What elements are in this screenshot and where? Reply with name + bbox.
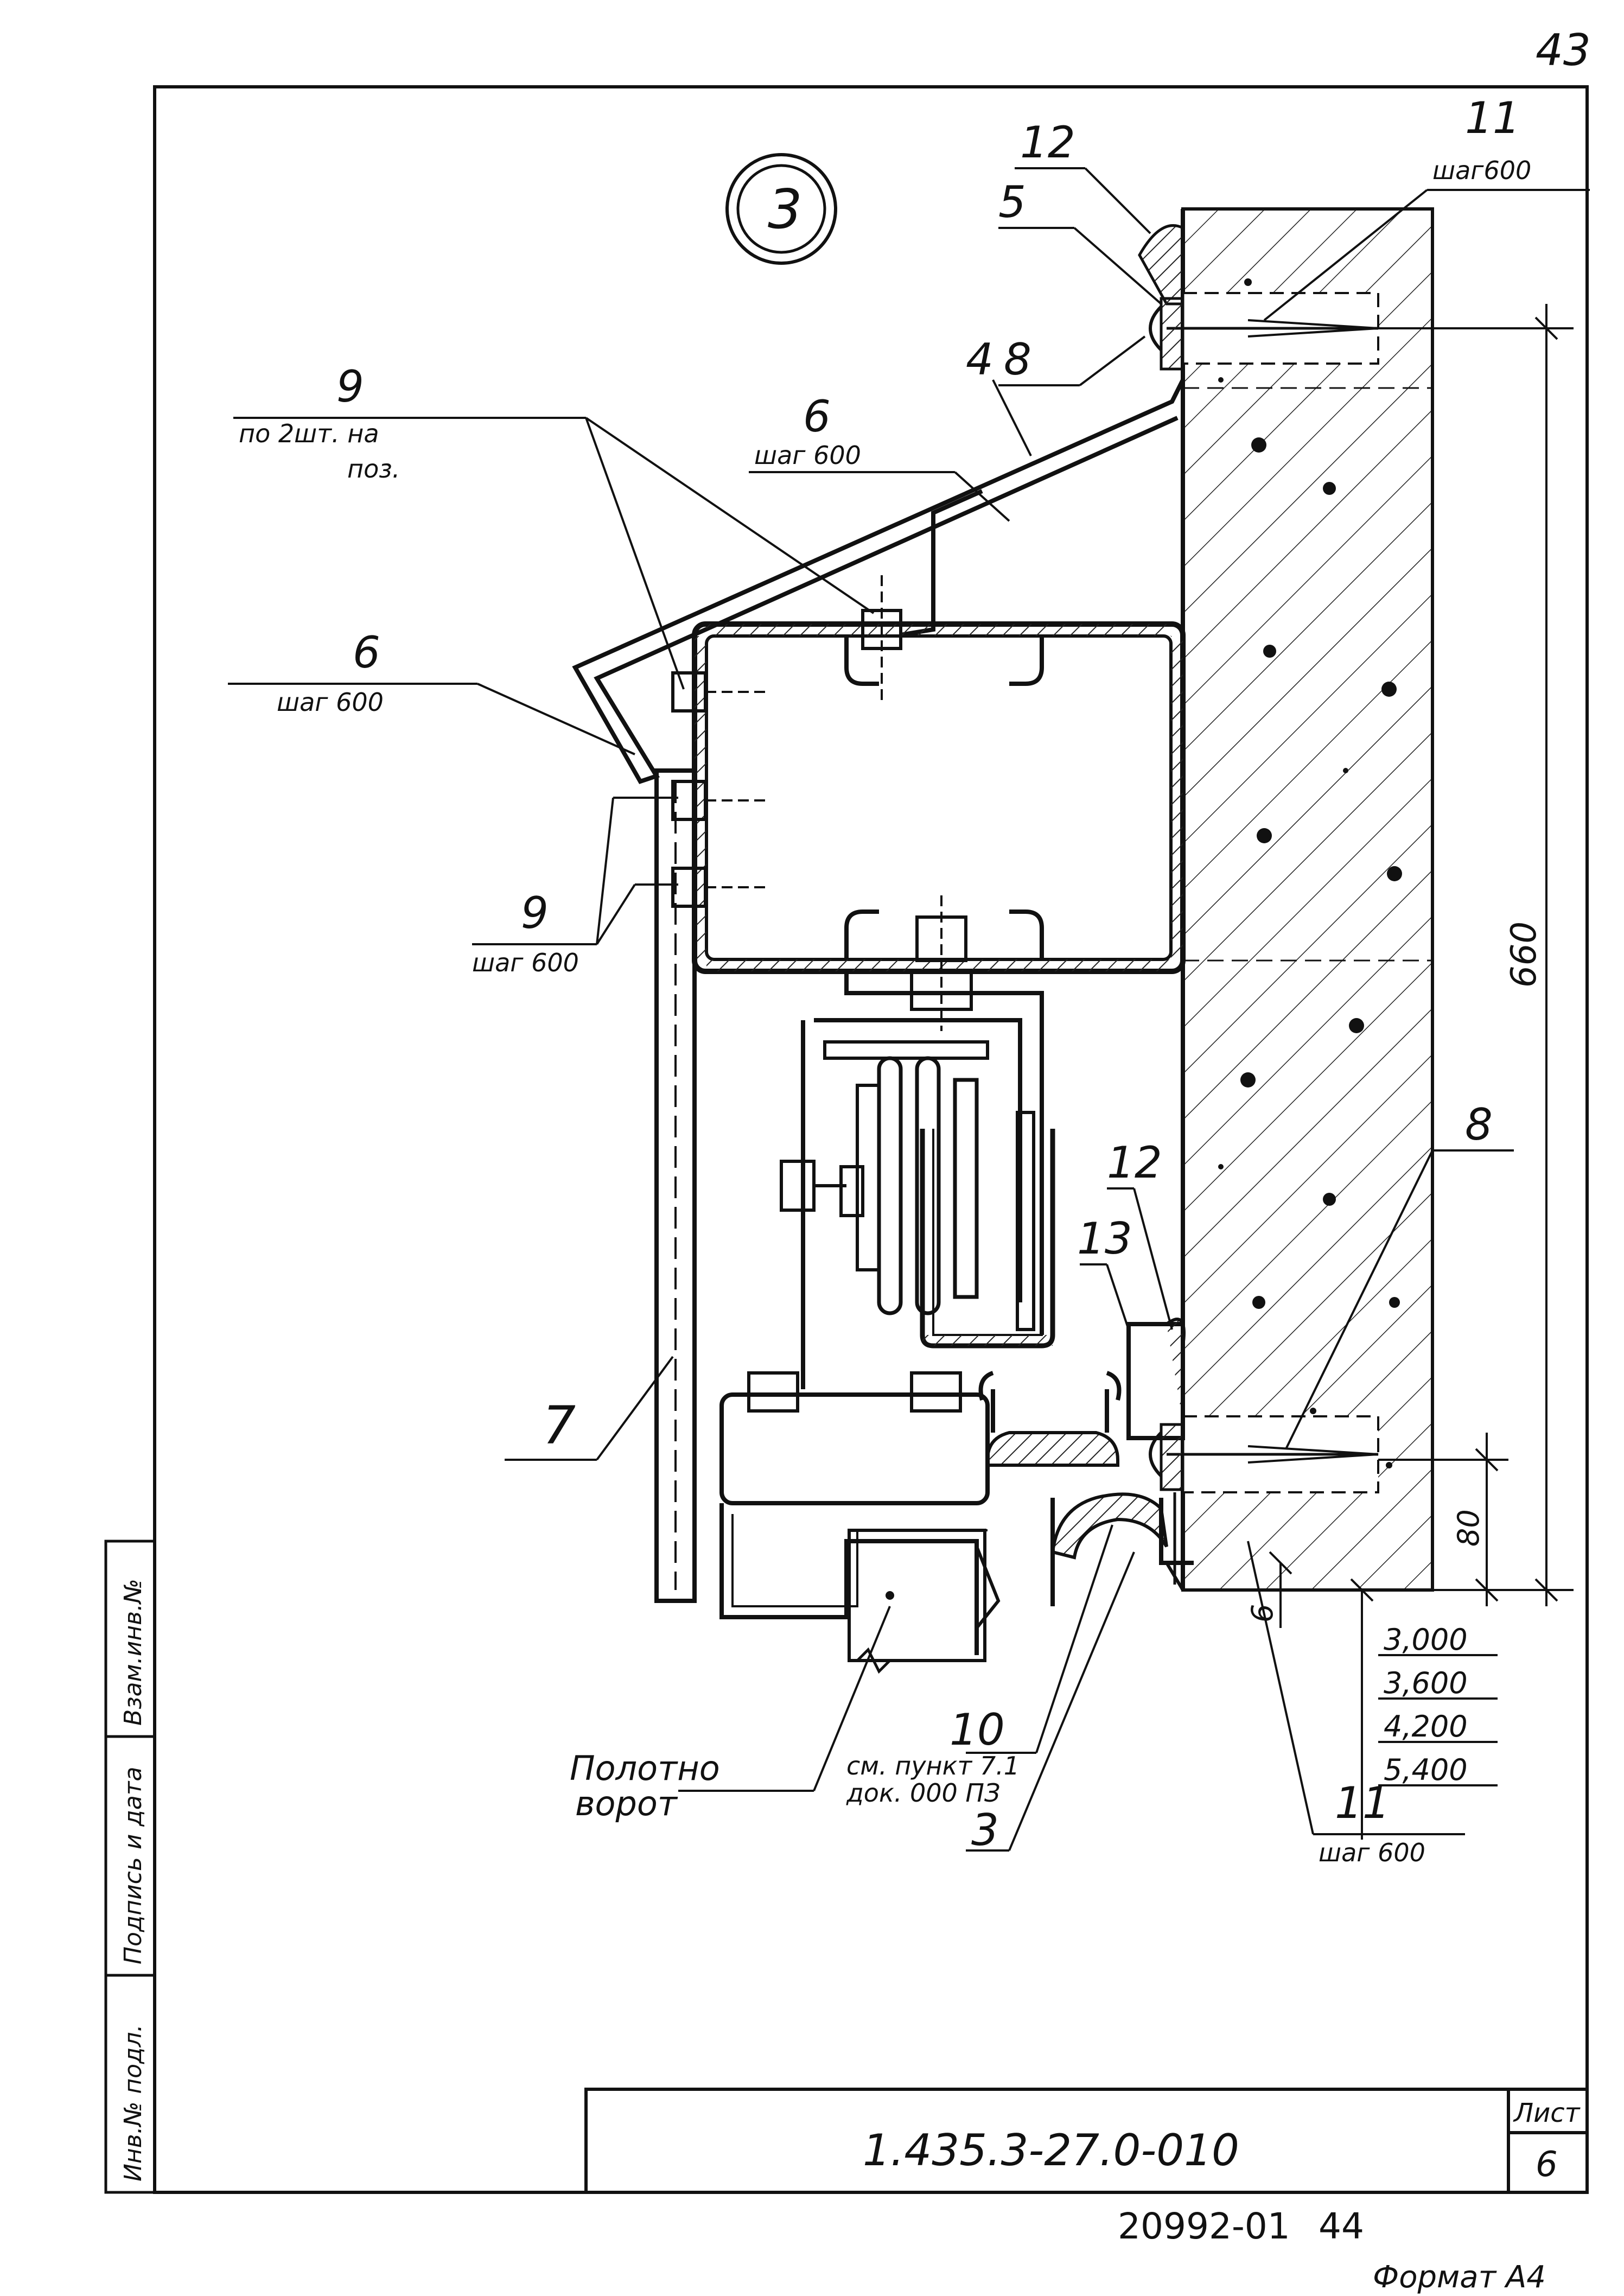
- callout-9-top-note1: по 2шт. на: [239, 419, 379, 448]
- side-stamp: Инв.№ подл. Подпись и дата Взам.инв.№: [104, 1540, 156, 2194]
- callout-4: 4: [966, 334, 993, 385]
- height-3000: 3,000: [1384, 1623, 1468, 1657]
- archive-number: 20992-01: [1118, 2205, 1290, 2247]
- callout-6-top: 6: [803, 391, 831, 442]
- callout-11-top-step: шаг600: [1432, 156, 1531, 185]
- callout-10-note2: док. 000 ПЗ: [846, 1778, 1000, 1808]
- callout-9-top: 9: [336, 361, 364, 412]
- callout-12-mid: 12: [1107, 1137, 1162, 1188]
- gate-leaf-label-2: ворот: [575, 1784, 678, 1823]
- callout-13: 13: [1077, 1213, 1132, 1264]
- callout-3: 3: [971, 1805, 999, 1855]
- callout-6-left-step: шаг 600: [277, 688, 384, 717]
- trolley-bracket: [844, 971, 1044, 1335]
- dimension-80: 80: [1451, 1509, 1486, 1547]
- gate-leaf-top: [719, 1371, 1001, 1674]
- side-stamp-inv: Инв.№ подл.: [119, 2024, 147, 2181]
- guide-web: [1016, 1111, 1035, 1331]
- box-beam: [692, 621, 1186, 974]
- callout-9-top-note2: поз.: [347, 454, 400, 484]
- callout-9-left-step: шаг 600: [472, 948, 579, 977]
- top-seal: [1138, 224, 1184, 306]
- canopy-sheet: [572, 379, 1185, 784]
- detail-marker: 3: [725, 153, 837, 265]
- callout-8-top: 8: [1004, 334, 1031, 385]
- format-label: Формат А4: [1373, 2260, 1546, 2295]
- side-stamp-replace: Взам.инв.№: [119, 1579, 147, 1726]
- callout-5: 5: [998, 177, 1026, 227]
- trolley-plate: [814, 1018, 1022, 1302]
- callout-11-top: 11: [1465, 93, 1520, 143]
- bolts-9: [671, 575, 973, 1031]
- callout-10-note1: см. пункт 7.1: [846, 1751, 1020, 1780]
- fixing-plate-top: [1160, 297, 1184, 371]
- archive-page: 44: [1319, 2205, 1364, 2247]
- page-number-top: 43: [1536, 25, 1591, 75]
- callout-7: 7: [543, 1395, 576, 1456]
- dimension-lines: [1194, 304, 1574, 1840]
- concrete-wall: [1181, 207, 1434, 1592]
- leader-lines: [228, 167, 1590, 1852]
- height-table-lines: [1378, 1654, 1498, 1786]
- callout-12-top: 12: [1020, 117, 1075, 168]
- document-code: 1.435.3-27.0-010: [863, 2125, 1239, 2176]
- height-5400: 5,400: [1384, 1753, 1468, 1787]
- side-post-7: [654, 768, 697, 1603]
- callout-9-left: 9: [521, 888, 549, 938]
- height-4200: 4,200: [1384, 1709, 1468, 1744]
- gate-leaf-label-1: Полотно: [570, 1748, 720, 1788]
- callout-6-left: 6: [353, 627, 380, 678]
- guide-channel-inner: [932, 1129, 1043, 1336]
- guide-channel-hatch: [922, 1335, 1053, 1346]
- rollers: [780, 1040, 989, 1315]
- title-block: 1.435.3-27.0-010 Лист 6: [584, 2088, 1589, 2194]
- callout-8-right: 8: [1465, 1099, 1493, 1150]
- dimension-6: 6: [1245, 1604, 1279, 1623]
- dimension-660: 660: [1504, 921, 1544, 988]
- side-stamp-sign: Подпись и дата: [119, 1767, 147, 1964]
- callout-10: 10: [950, 1704, 1005, 1755]
- height-3600: 3,600: [1384, 1666, 1468, 1700]
- callout-11-bottom: 11: [1335, 1778, 1390, 1828]
- callout-6-top-step: шаг 600: [754, 441, 861, 470]
- bottom-seal-profiles: [978, 1318, 1226, 1606]
- sheet-number: 6: [1536, 2145, 1558, 2185]
- detail-number: 3: [768, 177, 803, 241]
- callout-11-bottom-step: шаг 600: [1319, 1838, 1425, 1867]
- sheet-label: Лист: [1513, 2098, 1581, 2128]
